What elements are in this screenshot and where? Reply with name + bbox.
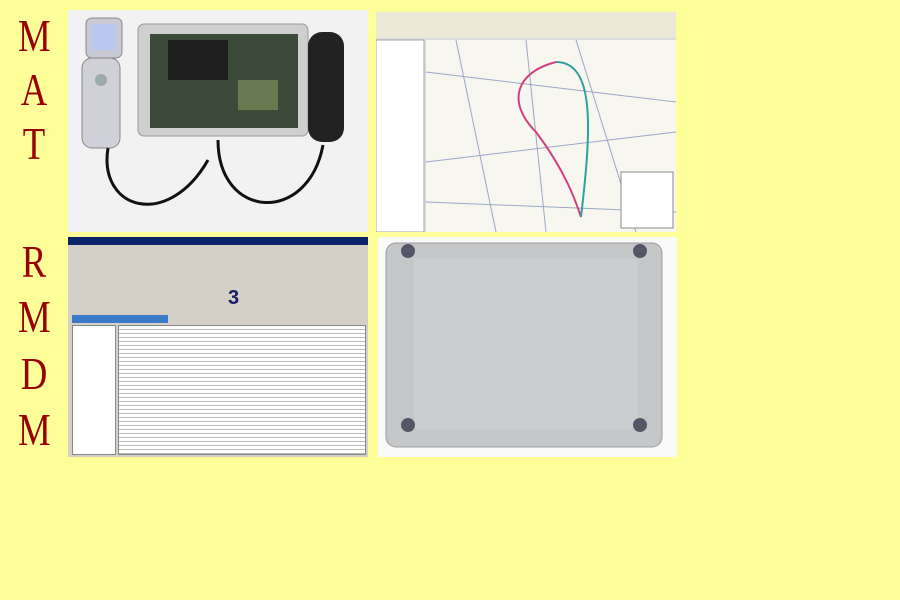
tab-2 xyxy=(120,315,168,323)
letter: M xyxy=(18,404,51,455)
counter-value: 3 xyxy=(228,287,240,309)
map-application-screenshot xyxy=(376,12,676,232)
title-bar xyxy=(68,237,368,245)
device-illustration xyxy=(68,10,368,232)
modem-icon xyxy=(308,32,344,142)
letter: T xyxy=(22,118,46,169)
phone-icon xyxy=(81,17,123,149)
letter: M xyxy=(18,291,51,342)
letter: D xyxy=(20,348,48,399)
log-panel xyxy=(118,325,366,455)
letter: R xyxy=(21,236,47,287)
enclosure-photo xyxy=(378,237,677,457)
list-panel xyxy=(72,325,116,455)
letter: A xyxy=(20,64,48,115)
tab-1 xyxy=(72,315,120,323)
letter: M xyxy=(18,10,51,61)
enclosure-illustration xyxy=(378,237,677,457)
circuit-box-icon xyxy=(137,23,309,137)
device-photo xyxy=(68,10,368,232)
map-illustration xyxy=(376,12,676,232)
control-software-screenshot: 3 xyxy=(68,237,368,457)
